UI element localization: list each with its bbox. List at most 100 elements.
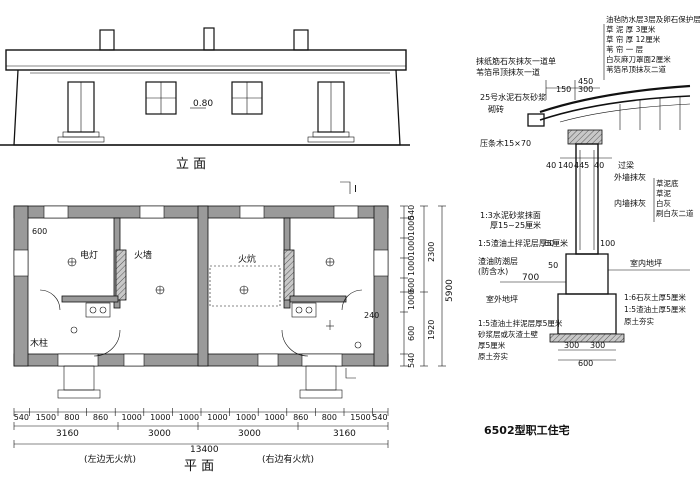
wall-left [13, 205, 29, 367]
rdim-small-2: 1000 [407, 236, 416, 256]
dim-row1-0: 540 [14, 413, 29, 422]
floor-note-3: 原土夯实 [478, 351, 508, 361]
dim-total: 13400 [190, 445, 219, 455]
wall-right [373, 205, 389, 367]
dim-row2-1: 3000 [148, 429, 171, 439]
roof-note-4: 白灰麻刀罩面2厘米 [606, 54, 671, 64]
dim-445: 445 [574, 161, 589, 170]
base-300a: 300 [564, 341, 579, 350]
mid-left-1: 1:3水泥砂浆抹面 [480, 210, 541, 220]
rdim-mid-1: 1920 [427, 320, 436, 340]
rdim-small-7: 540 [407, 353, 416, 368]
gravel-note: 砌砖 [488, 104, 504, 114]
dim-row1-11: 800 [322, 413, 337, 422]
dim-row1-7: 1000 [207, 413, 227, 422]
label-post: 木柱 [30, 337, 48, 349]
batten-note: 压条木15×70 [480, 138, 531, 148]
rdim-small-1: 1000 [407, 216, 416, 236]
roof-note-2: 草 帘 厚 12厘米 [606, 34, 661, 44]
dim-row1-1: 1500 [36, 413, 56, 422]
dim-row1-9: 1000 [265, 413, 285, 422]
elevation-dim-080: 0.80 [193, 99, 213, 109]
left-caption: (左边无火炕) [84, 453, 136, 465]
dim-row1-13: 540 [372, 413, 387, 422]
rdim-small-6: 600 [407, 326, 416, 341]
sheet-title: 6502型职工住宅 [484, 423, 570, 437]
light-fixtures [67, 257, 362, 349]
dim-row1-8: 1000 [236, 413, 256, 422]
dim-row2-0: 3160 [56, 429, 79, 439]
dim-row1-2: 800 [64, 413, 79, 422]
roof-note-1: 草 泥 厚 3厘米 [606, 24, 656, 34]
dim-700: 700 [522, 273, 539, 283]
found-note-2: 原土夯实 [624, 316, 654, 326]
dim-100: 100 [600, 239, 615, 248]
chimney-mid [203, 27, 215, 51]
dim-150: 150 [556, 85, 571, 94]
rdim-small-5: 1000 [407, 290, 416, 310]
damp-course-sub: (防含水) [478, 266, 508, 276]
plaster-note-0: 草泥底 [656, 178, 679, 188]
indoor-floor: 室内地坪 [630, 258, 662, 268]
rdim-small-3: 1000 [407, 256, 416, 276]
dim-50: 50 [548, 261, 558, 270]
dim-300: 300 [578, 85, 593, 94]
base-600: 600 [578, 359, 593, 368]
rdim-total: 5900 [445, 279, 455, 302]
plan-view: I [13, 181, 455, 474]
chimney-left [99, 29, 115, 51]
dim-40: 40 [546, 161, 556, 170]
elevation-view: 0.80 立 面 [0, 27, 410, 172]
floor-note-2: 厚5厘米 [478, 340, 506, 350]
window-2 [231, 81, 263, 115]
dim-60: 60 [544, 239, 554, 248]
dim-450: 450 [578, 77, 593, 86]
dim-row2-3: 3160 [333, 429, 356, 439]
right-caption: (右边有火炕) [262, 453, 314, 465]
roof-slab [5, 49, 407, 71]
floor-note-1: 砂浆层或灰渣土壁 [478, 329, 538, 339]
dim-140: 140 [558, 161, 573, 170]
found-note-1: 1:5渣油土厚5厘米 [624, 304, 686, 314]
section-mark: I [354, 184, 357, 195]
base-300b: 300 [590, 341, 605, 350]
plaster-note-2: 白灰 [656, 198, 671, 208]
lintel-label: 过梁 [618, 160, 634, 170]
mid-left-2: 厚15~25厘米 [490, 220, 541, 230]
dim-40b: 40 [594, 161, 604, 170]
roof-curve [539, 84, 691, 114]
roof-note-3: 苇 帘 一 层 [606, 44, 644, 54]
elevation-title: 立 面 [176, 157, 206, 172]
eave-note-2: 苇箔吊顶抹灰一道 [476, 67, 540, 77]
label-600: 600 [32, 227, 47, 236]
label-kang: 火炕 [238, 253, 256, 265]
floor-note-0: 1:5渣油土拌泥层厚5厘米 [478, 318, 563, 328]
plaster-note-1: 草泥 [656, 188, 671, 198]
outdoor-ground: 室外地坪 [486, 294, 518, 304]
rdim-small-4: 600 [407, 278, 416, 293]
roof-note-5: 苇箔吊顶抹灰二道 [606, 64, 666, 74]
plaster-note-3: 刷白灰二道 [656, 208, 694, 218]
damp-course: 渣油防潮层 [478, 256, 518, 266]
dim-row1-5: 1000 [150, 413, 170, 422]
wall-center [197, 205, 209, 367]
dim-row1-12: 1500 [350, 413, 370, 422]
eave-note-1: 抹纸筋石灰抹灰一道单 [476, 56, 556, 66]
rdim-small-0: 540 [407, 205, 416, 220]
mid-left-3: 1:5渣油土拌泥层厚5厘米 [478, 238, 568, 248]
rdim-mid-0: 2300 [427, 242, 436, 262]
dim-row1-10: 860 [293, 413, 308, 422]
plan-title: 平 面 [184, 459, 214, 473]
dim-row1-3: 860 [93, 413, 108, 422]
roof-note-0: 油毡防水层3层及卵石保护层 [606, 14, 700, 24]
chimney-right [293, 29, 309, 51]
dim-row1-4: 1000 [122, 413, 142, 422]
mortar-note: 25号水泥石灰砂浆 [480, 92, 546, 102]
label-light: 电灯 [80, 249, 98, 261]
